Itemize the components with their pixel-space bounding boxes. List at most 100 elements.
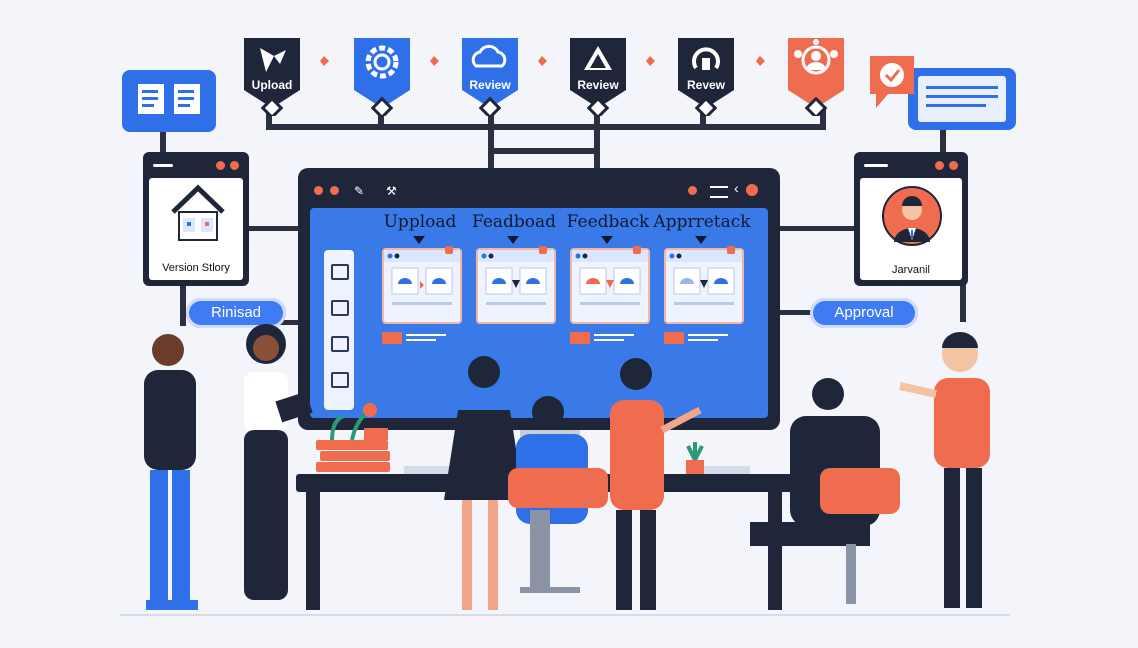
notes-panel: [908, 68, 1016, 130]
connector: [820, 106, 826, 130]
connector: [700, 106, 706, 128]
notification-icon[interactable]: [539, 246, 547, 254]
workflow-step-label: Review: [469, 78, 511, 92]
workflow-step-team[interactable]: [784, 34, 848, 116]
approval-bubble: [866, 52, 918, 112]
profile-window[interactable]: Jarvanil: [854, 152, 968, 286]
notification-icon[interactable]: [727, 246, 735, 254]
divider: [594, 339, 624, 341]
chevron-down-icon: [507, 236, 519, 244]
stage-card[interactable]: [570, 248, 650, 324]
person-standing: [144, 334, 198, 610]
check-badge-icon: [870, 56, 914, 108]
arrow-icon: [756, 56, 765, 66]
mail-icon[interactable]: [382, 332, 402, 344]
diagram-icon: [478, 250, 554, 305]
stage-card[interactable]: [476, 248, 556, 324]
keyboard: [404, 466, 464, 474]
close-icon[interactable]: [746, 184, 758, 196]
person-seated-blue: [508, 396, 608, 593]
heart-icon[interactable]: [935, 161, 944, 170]
gear-icon: [354, 38, 410, 116]
connector: [594, 106, 600, 168]
arrow-icon: [646, 56, 655, 66]
mail-icon[interactable]: [664, 332, 684, 344]
window-body: Version Stlory: [149, 178, 243, 280]
menu-icon[interactable]: [710, 186, 728, 198]
connector: [780, 310, 820, 315]
profile-name: Jarvanil: [892, 264, 930, 276]
stage-card[interactable]: [382, 248, 462, 324]
back-icon[interactable]: ‹: [734, 180, 739, 196]
workflow-step-label: Revew: [686, 78, 726, 92]
tool-strip: [324, 250, 354, 410]
file-icon[interactable]: [331, 336, 349, 352]
stage-title: Apprretack: [653, 212, 751, 232]
warning-icon: [570, 38, 626, 116]
rinisad-pill[interactable]: Rinisad: [186, 298, 286, 328]
workflow-step-settings[interactable]: [350, 34, 414, 116]
lines-icon: [918, 76, 1006, 122]
person-seated-hoodie: [750, 378, 900, 604]
workflow-step-label: Review: [577, 78, 619, 92]
diagram-icon: [572, 250, 648, 305]
diagram-icon: [666, 250, 742, 305]
plant-icon: [686, 442, 704, 474]
workflow-step-upload[interactable]: Upload: [240, 34, 304, 116]
person-pointing: [610, 358, 702, 610]
note-icon[interactable]: [331, 372, 349, 388]
connector: [180, 282, 186, 326]
person-presenter: [899, 332, 990, 608]
window-titlebar: [145, 154, 247, 176]
keyboard: [698, 466, 750, 474]
arrow-icon: [538, 56, 547, 66]
workflow-step-revew[interactable]: Revew: [674, 34, 738, 116]
arrow-icon: [430, 56, 439, 66]
desk-leg: [306, 490, 320, 610]
floor-line: [120, 614, 1010, 616]
connector: [488, 148, 600, 154]
divider: [594, 334, 634, 336]
divider: [688, 339, 718, 341]
arrow-icon: [320, 56, 329, 66]
window-titlebar: [856, 154, 966, 176]
home-icon: [171, 184, 225, 241]
version-story-label: Version Stlory: [162, 262, 230, 274]
stage-card[interactable]: [664, 248, 744, 324]
divider: [688, 334, 728, 336]
pin-icon: ✎: [354, 184, 365, 198]
documents-card: [122, 70, 216, 132]
chevron-down-icon: [695, 236, 707, 244]
minimize-icon[interactable]: [216, 161, 225, 170]
person-black-dress: [444, 356, 524, 610]
record-icon[interactable]: [688, 186, 697, 195]
close-icon[interactable]: [230, 161, 239, 170]
wrench-icon: ⚒: [386, 184, 397, 198]
cloud-icon: [462, 38, 518, 116]
workflow-step-review-2[interactable]: Review: [566, 34, 630, 116]
approval-pill[interactable]: Approval: [810, 298, 918, 328]
avatar: [882, 186, 942, 246]
top-connector: [266, 124, 826, 130]
workflow-step-review[interactable]: Review: [458, 34, 522, 116]
notification-icon[interactable]: [633, 246, 641, 254]
window-dot: [314, 186, 323, 195]
version-story-window[interactable]: Version Stlory: [143, 152, 249, 286]
people-network-icon: [788, 38, 844, 116]
connector: [960, 282, 966, 322]
mail-icon[interactable]: [570, 332, 590, 344]
documents-icon: [138, 84, 200, 114]
close-icon[interactable]: [949, 161, 958, 170]
screen: Uppload Feadboad: [310, 208, 768, 418]
connector: [940, 118, 946, 154]
connector: [248, 226, 298, 231]
stage-title: Feedback: [566, 212, 650, 232]
connector: [378, 106, 384, 128]
image-icon[interactable]: [331, 264, 349, 280]
upload-icon: [244, 38, 300, 116]
window-dot: [330, 186, 339, 195]
notification-icon[interactable]: [445, 246, 453, 254]
menu-icon: [864, 164, 888, 167]
menu-icon: [153, 164, 173, 167]
document-icon[interactable]: [331, 300, 349, 316]
